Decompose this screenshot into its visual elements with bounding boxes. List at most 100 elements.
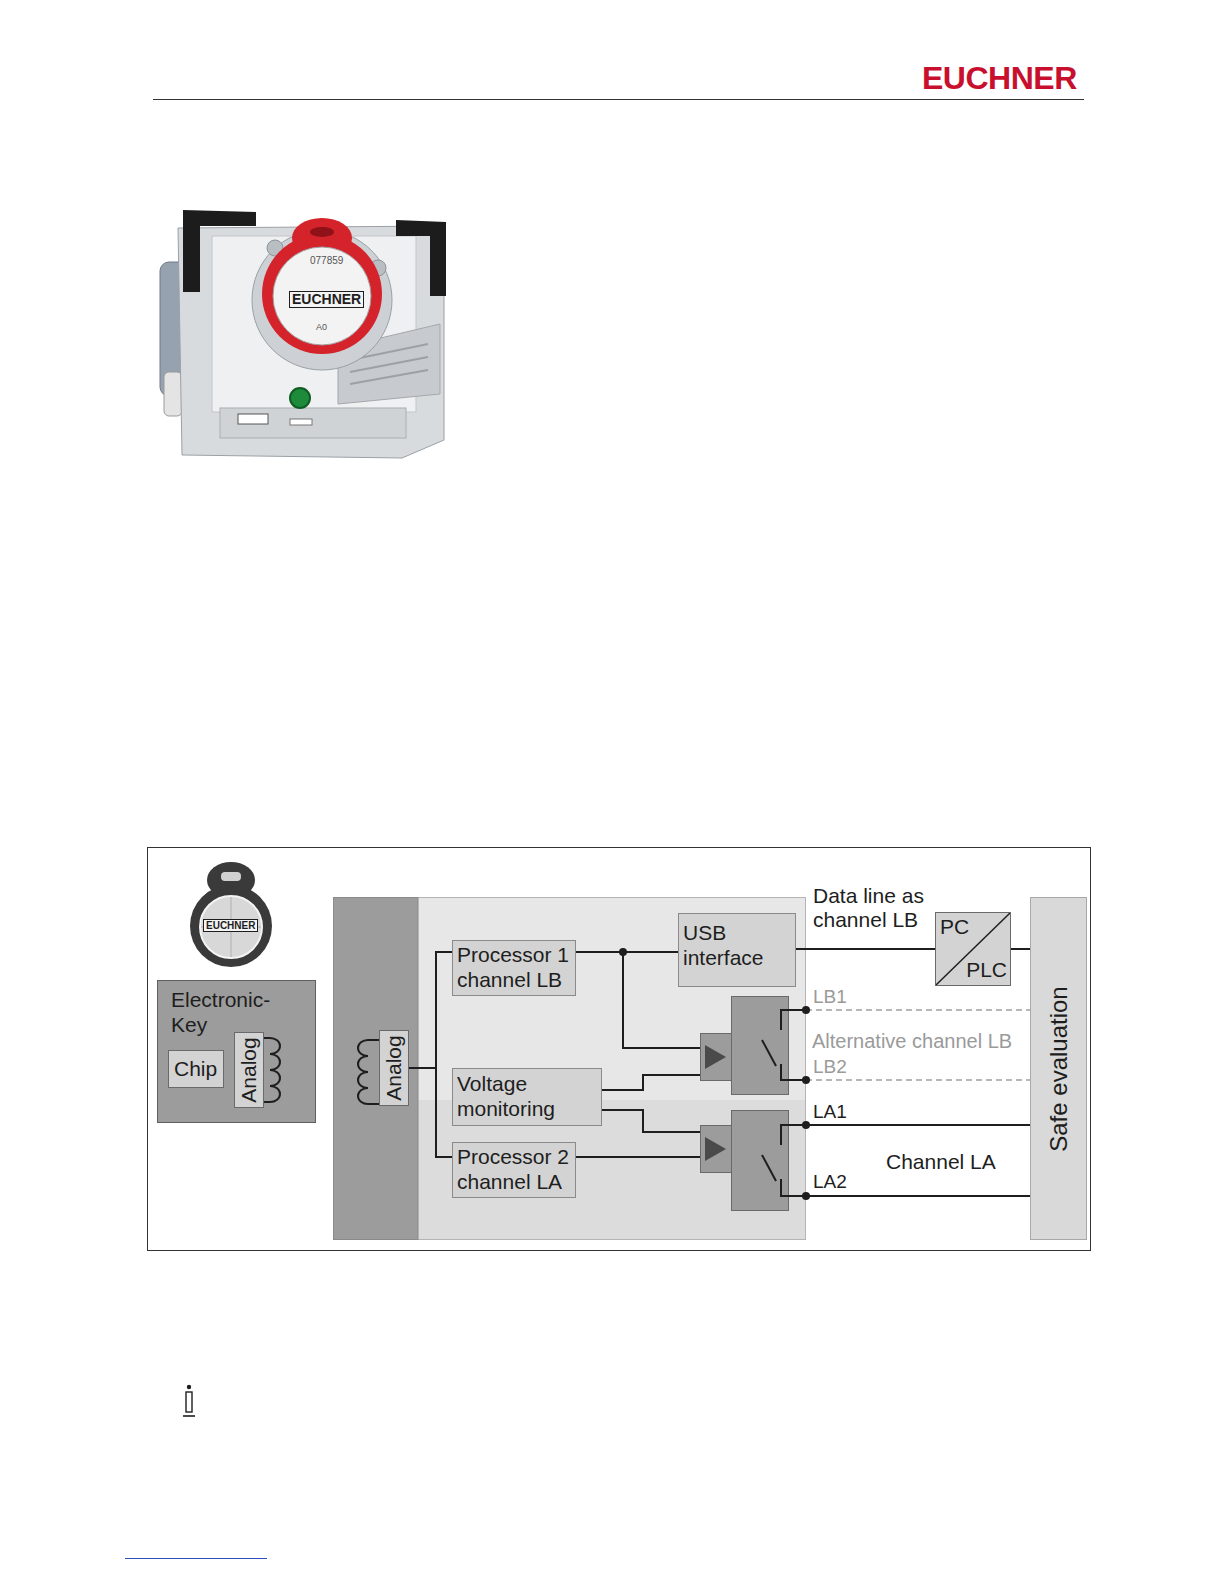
- box-label: Analog: [237, 1037, 260, 1102]
- info-icon: [183, 1385, 195, 1416]
- analog-box: Analog: [234, 1032, 264, 1108]
- product-photo: [178, 226, 444, 458]
- header-rule: [153, 99, 1084, 100]
- output-switch: [701, 1034, 732, 1081]
- channel-name: Channel LA: [886, 1150, 996, 1174]
- evaluation-band: Safe evaluation: [1030, 897, 1087, 1240]
- key-housing: [158, 981, 316, 1123]
- info-icon: [186, 1392, 192, 1412]
- reader-housing: [334, 898, 806, 1240]
- connector-line: [796, 948, 935, 950]
- key-housing: [158, 981, 316, 1123]
- box-label: Analog: [382, 1035, 405, 1100]
- channel-lines: [806, 1195, 1030, 1197]
- channel-lines: [806, 1124, 1030, 1126]
- product-photo: [396, 220, 446, 296]
- channel-lines: [802, 1192, 810, 1200]
- key-fob: [221, 872, 241, 881]
- connector-line: [409, 952, 452, 1068]
- product-photo: [238, 414, 268, 424]
- header-rule: [153, 99, 1084, 100]
- reader-coil: [358, 1040, 379, 1104]
- channel-lines: [802, 1006, 810, 1014]
- output-switch: [701, 1126, 732, 1173]
- connector-line: [409, 952, 452, 1068]
- key-brand: EUCHNER: [203, 919, 258, 932]
- box-label: PC: [940, 915, 969, 940]
- output-switch: [705, 1045, 726, 1069]
- channel-lines: [802, 1121, 810, 1129]
- product-photo: [164, 372, 182, 416]
- box-label: Processor 2 channel LA: [457, 1145, 571, 1195]
- channel-lines: [802, 1076, 810, 1084]
- connector-line: [1011, 949, 1030, 950]
- serial-number: 077859: [310, 255, 343, 267]
- signal-name: LB1: [813, 986, 847, 1008]
- output-switch: [732, 1111, 789, 1211]
- product-photo: [310, 227, 334, 237]
- connector-line: [409, 1068, 452, 1157]
- channel-name: Alternative channel LB: [812, 1030, 1012, 1053]
- output-switch: [781, 1010, 806, 1030]
- product-photo: [262, 234, 382, 354]
- diagram-frame: [148, 848, 1091, 1251]
- connector-label: Data line as channel LB: [813, 884, 935, 932]
- reader-housing: [334, 898, 419, 1240]
- info-icon: [187, 1385, 191, 1389]
- key-fob: [200, 896, 262, 958]
- pc-plc-fill: [935, 912, 1011, 986]
- output-switch: [781, 1179, 806, 1196]
- box-label: USB interface: [683, 921, 791, 971]
- reader-coil: [358, 1040, 379, 1104]
- analog-box: Analog: [379, 1030, 409, 1106]
- company-logo: EUCHNER: [922, 60, 1077, 97]
- connector-line: [409, 1068, 452, 1157]
- output-switch: [705, 1137, 726, 1161]
- box-label: Processor 1 channel LB: [457, 943, 571, 993]
- channel-lines: [806, 1079, 1030, 1081]
- reader-housing: [334, 898, 806, 1240]
- box-label: Chip: [174, 1057, 217, 1082]
- output-switch: [732, 997, 789, 1095]
- signal-name: LA1: [813, 1101, 847, 1123]
- connector-line: [576, 952, 678, 953]
- product-photo: [290, 388, 310, 408]
- product-photo: [273, 247, 371, 345]
- key-box: Electronic-KeyChip Analog: [157, 980, 316, 1123]
- processor-box: Processor 1 channel LB: [452, 940, 576, 996]
- pc-plc-fill: [935, 912, 1011, 986]
- product-photo: [220, 408, 406, 438]
- product-photo: [350, 357, 428, 372]
- chip-box: Chip: [168, 1050, 224, 1088]
- signal-name: LA2: [813, 1171, 847, 1193]
- product-photo: [252, 230, 392, 370]
- product-photo: [160, 210, 446, 458]
- product-photo: [183, 210, 256, 292]
- product-photo: [350, 370, 428, 384]
- output-switch: [781, 1064, 806, 1080]
- key-fob: [190, 885, 272, 967]
- connector-line: [1011, 948, 1030, 950]
- box-label: Safe evaluation: [1045, 986, 1071, 1151]
- output-switch: [762, 1040, 776, 1066]
- interface-box: USB interface: [678, 913, 796, 987]
- footer-link-rule: [125, 1558, 267, 1559]
- box-label: Electronic-Key: [171, 988, 302, 1038]
- footer-link-rule: [125, 1558, 267, 1559]
- key-code: A0: [316, 322, 327, 332]
- box-label: Voltage monitoring: [457, 1072, 597, 1122]
- output-switch: [701, 997, 807, 1211]
- channel-lines: [802, 1006, 1030, 1200]
- key-brand: EUCHNER: [289, 291, 364, 308]
- control-wires: [560, 1156, 702, 1158]
- box-label-secondary: PLC: [966, 958, 1007, 983]
- channel-lines: [806, 1009, 1030, 1011]
- info-icon: [183, 1415, 195, 1417]
- signal-name: LB2: [813, 1056, 847, 1078]
- pc-plc-fill: [936, 913, 1010, 985]
- diagram-frame: [148, 848, 1091, 1251]
- key-fob: [190, 862, 272, 967]
